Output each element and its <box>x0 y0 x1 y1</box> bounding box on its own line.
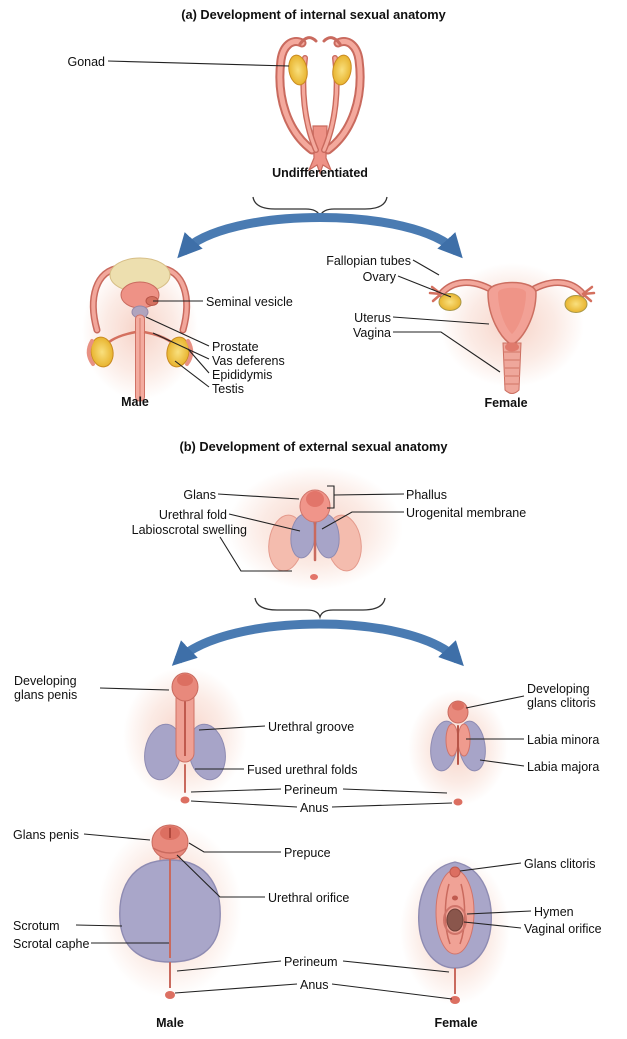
section-b-title: (b) Development of external sexual anato… <box>179 439 448 454</box>
label-perineum-final: Perineum <box>284 955 338 969</box>
branch-arrow-b <box>171 619 464 667</box>
label-labia-majora: Labia majora <box>527 760 600 774</box>
illustration-male-internal <box>82 257 198 402</box>
section-a-title: (a) Development of internal sexual anato… <box>181 7 446 22</box>
label-glans-clitoris: Glans clitoris <box>524 857 596 871</box>
label-developing-glans-clitoris: Developing glans clitoris <box>527 682 596 710</box>
label-fallopian-tubes: Fallopian tubes <box>326 254 411 268</box>
label-prostate: Prostate <box>212 340 259 354</box>
caption-undifferentiated: Undifferentiated <box>272 166 368 180</box>
label-labia-minora: Labia minora <box>527 733 600 747</box>
label-scrotal-raphe: Scrotal caphe <box>13 937 90 951</box>
illustration-female-external-developing <box>408 690 508 806</box>
illustration-female-external-final <box>400 855 510 1005</box>
caption-female-internal: Female <box>484 396 528 410</box>
illustration-male-external-developing <box>123 667 247 804</box>
leader-lines <box>75 60 532 1000</box>
label-vaginal-orifice: Vaginal orifice <box>524 922 602 936</box>
label-urethral-orifice: Urethral orifice <box>268 891 350 905</box>
label-prepuce: Prepuce <box>284 846 331 860</box>
illustration-female-internal <box>428 263 596 394</box>
label-labioscrotal-swelling: Labioscrotal swelling <box>131 523 247 537</box>
label-vas-deferens: Vas deferens <box>212 354 285 368</box>
label-glans-penis: Glans penis <box>13 828 80 842</box>
label-anus-final: Anus <box>300 978 329 992</box>
label-urethral-groove: Urethral groove <box>268 720 355 734</box>
label-vagina: Vagina <box>353 326 391 340</box>
label-fused-urethral-folds: Fused urethral folds <box>247 763 358 777</box>
label-developing-glans-penis: Developing glans penis <box>14 674 78 702</box>
label-scrotum: Scrotum <box>13 919 60 933</box>
label-glans: Glans <box>183 488 216 502</box>
label-hymen: Hymen <box>534 905 574 919</box>
caption-male-internal: Male <box>121 395 149 409</box>
label-uterus: Uterus <box>354 311 391 325</box>
branch-brace-b <box>254 597 386 620</box>
label-perineum-developing: Perineum <box>284 783 338 797</box>
label-urogenital-membrane: Urogenital membrane <box>406 506 527 520</box>
label-phallus: Phallus <box>406 488 447 502</box>
label-testis: Testis <box>212 382 244 396</box>
caption-female-external: Female <box>434 1016 478 1030</box>
label-seminal-vesicle: Seminal vesicle <box>206 295 293 309</box>
branch-arrow-a <box>177 213 463 259</box>
label-ovary: Ovary <box>362 270 396 284</box>
label-epididymis: Epididymis <box>212 368 273 382</box>
label-urethral-fold: Urethral fold <box>158 508 227 522</box>
illustration-male-external-final <box>98 822 242 999</box>
label-gonad: Gonad <box>67 55 105 69</box>
illustration-undifferentiated-internal <box>275 36 365 175</box>
caption-male-external: Male <box>156 1016 184 1030</box>
label-anus-developing: Anus <box>300 801 329 815</box>
